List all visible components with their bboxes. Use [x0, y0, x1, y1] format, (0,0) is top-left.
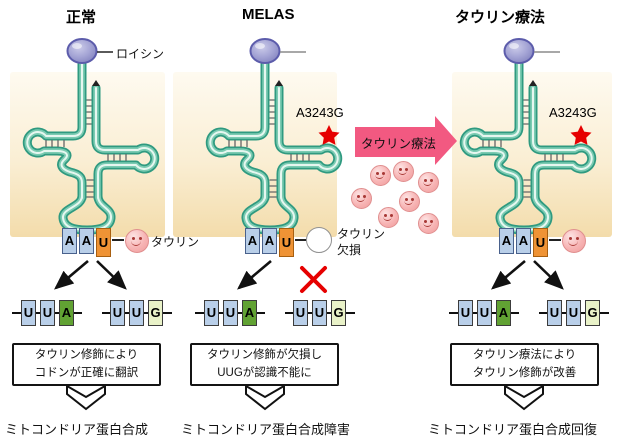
trna-structure-melas [183, 30, 353, 235]
anticodon-box: A [516, 228, 531, 254]
codon-box: U [547, 300, 562, 326]
codon-box: U [40, 300, 55, 326]
codon-box: U [566, 300, 581, 326]
blocked-cross-icon [300, 266, 327, 293]
explanation-box-melas: タウリン修飾が欠損し UUGが認識不能に [190, 343, 339, 386]
taurine-smiley-icon [125, 229, 149, 253]
codon-box-g: G [585, 300, 600, 326]
explanation-line: タウリン修飾が改善 [472, 366, 577, 379]
translation-arrow [54, 260, 89, 290]
explanation-box-normal: タウリン修飾により コドンが正確に翻訳 [12, 343, 161, 386]
taurine-smiley-icon [418, 213, 439, 234]
codon-box: U [312, 300, 327, 326]
translation-arrow [533, 260, 564, 290]
taurine-label: タウリン [151, 235, 200, 249]
codon-box: U [21, 300, 36, 326]
taurine-smiley-icon [351, 188, 372, 209]
outcome-arrow-icon [66, 384, 544, 411]
anticodon-box: A [499, 228, 514, 254]
explanation-line: タウリン修飾により [34, 349, 139, 362]
mutation-label-therapy: A3243G [549, 105, 597, 120]
codon-box-a: A [59, 300, 74, 326]
anticodon-box-u: U [279, 228, 294, 257]
codon-box-g: G [331, 300, 346, 326]
mutation-label-melas: A3243G [296, 105, 344, 120]
leucine-label: ロイシン [116, 47, 165, 61]
mutation-star-icon [570, 125, 592, 145]
taurine-smiley-icon [418, 172, 439, 193]
trna-structure-therapy [437, 30, 607, 235]
codon-box: U [458, 300, 473, 326]
taurine-smiley-icon [562, 229, 586, 253]
taurine-smiley-icon [399, 191, 420, 212]
outcome-label-therapy: ミトコンドリア蛋白合成回復 [428, 422, 598, 437]
codon-box: U [110, 300, 125, 326]
codon-box-a: A [242, 300, 257, 326]
taurine-smiley-icon [378, 207, 399, 228]
taurine-smiley-icon [393, 161, 414, 182]
taurine-deficiency-label-1: タウリン [337, 227, 386, 241]
codon-box: U [129, 300, 144, 326]
panel-title-normal: 正常 [66, 9, 97, 26]
anticodon-box: A [79, 228, 94, 254]
explanation-line: タウリン修飾が欠損し [207, 349, 322, 362]
mutation-star-icon [318, 125, 340, 145]
anticodon-box: A [62, 228, 77, 254]
anticodon-box: A [262, 228, 277, 254]
outcome-label-melas: ミトコンドリア蛋白合成障害 [181, 422, 351, 437]
translation-arrow [491, 260, 526, 290]
codon-box-g: G [148, 300, 163, 326]
taurine-smiley-icon [370, 165, 391, 186]
explanation-box-therapy: タウリン療法により タウリン修飾が改善 [450, 343, 599, 386]
panel-title-melas: MELAS [242, 6, 295, 23]
outcome-label-normal: ミトコンドリア蛋白合成 [5, 422, 149, 437]
anticodon-box: A [245, 228, 260, 254]
translation-arrow [237, 260, 272, 290]
anticodon-box-u: U [96, 228, 111, 257]
translation-arrow [96, 260, 127, 290]
panel-title-therapy: タウリン療法 [455, 9, 546, 26]
explanation-line: UUGが認識不能に [217, 366, 312, 379]
codon-box: U [204, 300, 219, 326]
explanation-line: コドンが正確に翻訳 [34, 366, 139, 379]
codon-box: U [477, 300, 492, 326]
therapy-arrow-label: タウリン療法 [361, 137, 437, 151]
explanation-line: タウリン療法により [472, 349, 577, 362]
codon-box: U [293, 300, 308, 326]
taurine-missing-circle-icon [306, 227, 332, 253]
codon-box: U [223, 300, 238, 326]
codon-box-a: A [496, 300, 511, 326]
taurine-deficiency-label-2: 欠損 [337, 243, 362, 257]
anticodon-box-u: U [533, 228, 548, 257]
